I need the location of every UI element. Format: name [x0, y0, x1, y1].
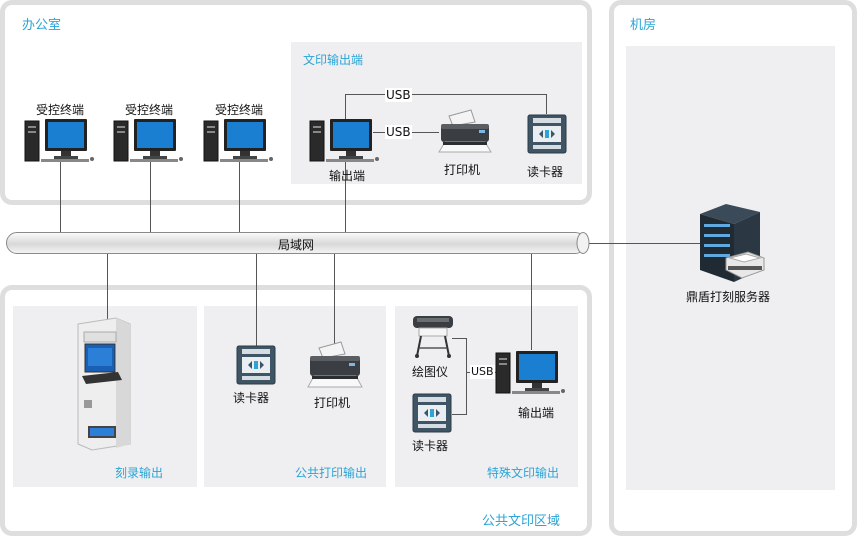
link-kiosk	[107, 254, 108, 320]
public-area-title: 公共文印区域	[482, 514, 561, 529]
link-usb-top-v2	[546, 94, 547, 114]
card-reader-icon	[412, 393, 452, 433]
link-special-h2	[452, 414, 466, 415]
link-special-h1	[452, 338, 466, 339]
burn-output-title: 刻录输出	[115, 466, 164, 480]
link-usb-top-v1	[345, 94, 346, 120]
lan-pipe-end	[576, 232, 590, 254]
computer-icon	[113, 119, 183, 162]
link-terminal-1	[60, 160, 61, 233]
public-print-area	[204, 306, 386, 487]
special-output-label: 输出端	[518, 406, 555, 420]
computer-icon	[203, 119, 273, 162]
terminal-1-label: 受控终端	[36, 103, 85, 117]
link-special-output	[531, 254, 532, 350]
link-office-output	[345, 160, 346, 233]
usb-label-top: USB	[385, 88, 412, 102]
usb-label-mid: USB	[385, 125, 412, 139]
computer-icon	[24, 119, 94, 162]
plotter-icon	[413, 316, 453, 358]
public-print-title: 公共打印输出	[295, 466, 368, 480]
printer-icon	[307, 341, 363, 388]
server-label: 鼎盾打刻服务器	[686, 290, 771, 304]
terminal-3-label: 受控终端	[215, 103, 264, 117]
link-public-printer	[334, 254, 335, 344]
link-special-v	[466, 338, 467, 415]
lan-label: 局域网	[278, 238, 315, 252]
office-card-reader-label: 读卡器	[527, 165, 564, 179]
link-terminal-3	[239, 160, 240, 233]
special-card-reader-label: 读卡器	[412, 439, 449, 453]
card-reader-icon	[236, 345, 276, 385]
kiosk-icon	[77, 317, 131, 451]
server-icon	[700, 204, 765, 282]
usb-label-special: USB	[470, 365, 495, 379]
computer-icon	[309, 119, 379, 162]
link-terminal-2	[150, 160, 151, 233]
plotter-label: 绘图仪	[412, 365, 449, 379]
link-public-reader	[256, 254, 257, 346]
server-room-title: 机房	[630, 18, 657, 33]
office-printer-label: 打印机	[444, 163, 481, 177]
public-card-reader-label: 读卡器	[233, 391, 270, 405]
public-printer-label: 打印机	[314, 396, 351, 410]
link-usb-top-h	[345, 94, 547, 95]
card-reader-icon	[527, 114, 567, 154]
printer-icon	[438, 109, 492, 153]
terminal-2-label: 受控终端	[125, 103, 174, 117]
office-output-label: 输出端	[329, 169, 366, 183]
doc-output-title: 文印输出端	[303, 53, 364, 67]
link-server	[586, 243, 701, 244]
computer-icon	[495, 351, 565, 394]
special-print-title: 特殊文印输出	[487, 466, 560, 480]
office-title: 办公室	[22, 18, 62, 33]
